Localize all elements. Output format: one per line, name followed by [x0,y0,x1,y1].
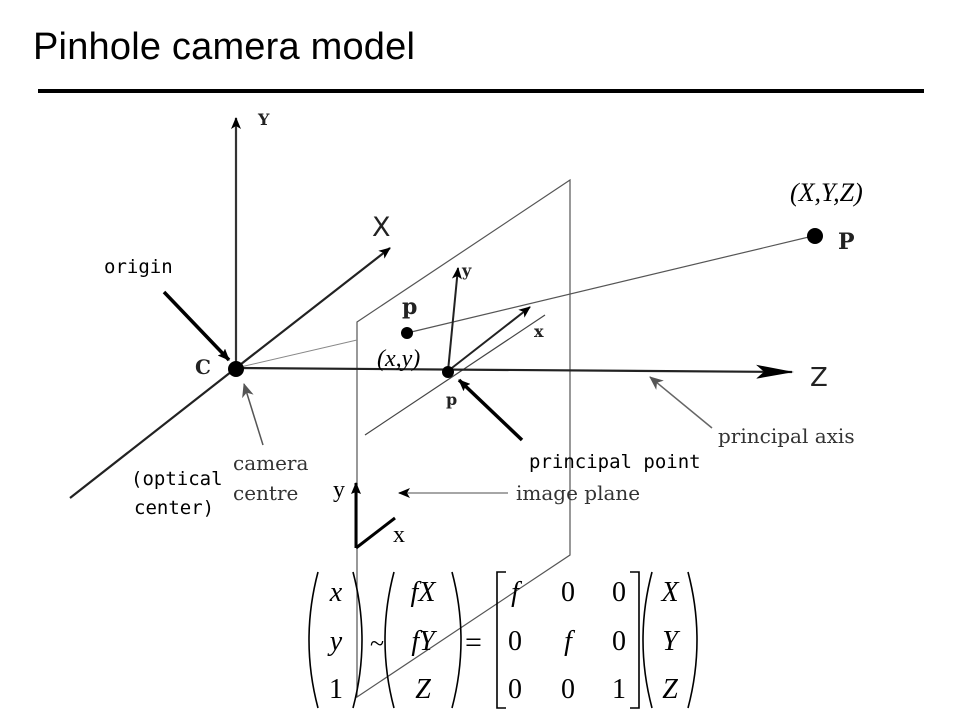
image-x-axis-line [447,306,531,372]
camera-centre-label-line1: camera [233,451,308,475]
image-point-letter: p [402,294,417,320]
lhs-entry-0: x [329,577,343,608]
camera-center-letter: C [195,355,211,379]
lhs-entry-1: y [327,626,343,657]
principal-axis-label: principal axis [718,424,855,448]
optical-label-line2: center) [134,497,214,519]
rhs-entry-0: X [660,577,679,608]
camera-centre-pointer-arrow [242,383,264,446]
y-axis-label: Y [257,110,270,129]
mid-entry-1: fY [411,626,438,657]
optical-label-line1: (optical [131,468,223,490]
principal-point-dot [442,366,454,378]
matrix-left-bracket [496,571,506,709]
rhs-entry-1: Y [662,626,681,657]
image-y-axis-line [447,267,462,372]
image-y-axis-label: y [461,261,472,280]
x-axis-line [235,247,391,369]
z-axis-label: Z [810,363,828,393]
pixel-x-axis-label: x [393,522,405,548]
mid-entry-2: Z [415,674,431,705]
image-plane-guide [364,314,546,436]
page-title: Pinhole camera model [33,26,416,68]
mid-right-paren [451,571,462,709]
world-point-dot [807,228,823,244]
z-axis-line [235,364,794,379]
lhs-left-paren [308,571,319,709]
camera-center-point [228,361,244,377]
rhs-left-paren [642,571,653,709]
pixel-x-axis-line [355,516,396,550]
mid-entry-0: fX [411,577,437,608]
lhs-right-paren [352,571,363,709]
x-axis-label: X [372,212,391,243]
rhs-right-paren [687,571,698,709]
equals-sign: = [465,626,482,659]
title-underline [38,89,924,93]
projection-equation: x y 1 ~ fX fY Z = f 0 0 0 f 0 0 0 1 X Y … [308,571,698,709]
camera-centre-label-line2: centre [233,481,298,505]
lhs-entry-2: 1 [329,674,343,705]
origin-label: origin [104,256,173,278]
matrix-cell-1-1: f [564,626,575,657]
principal-point-label: principal point [529,451,701,473]
ray-to-world-point [406,235,814,334]
image-plane [356,178,571,699]
rhs-entry-2: Z [662,674,678,705]
image-point-dot [401,327,413,339]
matrix-cell-0-0: f [511,577,522,608]
world-point-letter: P [838,229,855,255]
matrix-right-bracket [630,571,640,709]
matrix-cell-2-1: 0 [561,674,575,705]
principal-point-letter: p [446,390,457,409]
origin-pointer-arrow [162,290,231,362]
ray-to-image-point [235,339,358,369]
matrix-cell-0-2: 0 [612,577,626,608]
matrix-cell-2-2: 1 [612,674,626,705]
image-x-axis-label: x [534,322,544,341]
image-point-coords: (x,y) [377,346,420,372]
matrix-cell-1-0: 0 [508,626,522,657]
x-axis-back-line [69,367,237,499]
world-point-coords: (X,Y,Z) [790,178,863,207]
matrix-cell-1-2: 0 [612,626,626,657]
image-plane-label: image plane [516,481,640,505]
principal-axis-pointer-arrow [649,376,713,429]
matrix-cell-0-1: 0 [561,577,575,608]
pixel-y-axis-label: y [333,477,345,503]
matrix-cell-2-0: 0 [508,674,522,705]
principal-point-pointer-arrow [457,378,524,442]
mid-left-paren [384,571,395,709]
similarity-sign: ~ [370,629,384,658]
